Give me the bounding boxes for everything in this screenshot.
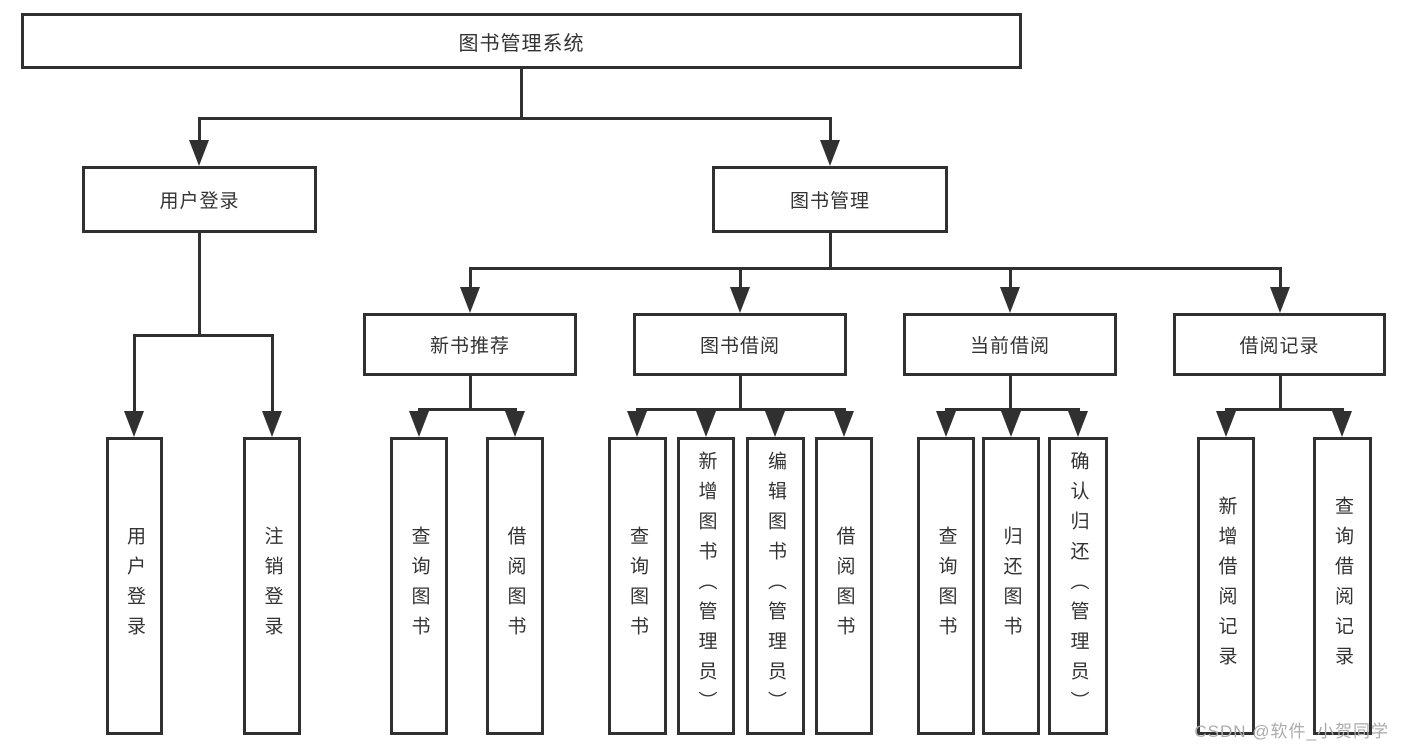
leaf-add-borrow-record-label: 新增借阅记录 [1215,496,1237,676]
leaf-query-borrow-record: 查询借阅记录 [1313,437,1372,735]
leaf-query-book-3: 查询图书 [917,437,975,735]
connector-line [1279,376,1282,411]
connector-line [133,334,274,337]
arrow-down-icon [409,411,429,437]
connector-line [739,267,742,290]
connector-line [829,117,832,144]
arrow-down-icon [834,411,854,437]
node-book-management: 图书管理 [712,166,948,233]
connector-line [1009,267,1012,290]
arrow-down-icon [820,140,840,166]
connector-line [636,408,846,411]
leaf-borrow-book-1-label: 借阅图书 [504,526,526,646]
node-book-borrow: 图书借阅 [633,313,847,376]
connector-line [198,233,201,337]
connector-line [829,233,832,270]
arrow-down-icon [1332,411,1352,437]
node-current-borrow: 当前借阅 [903,313,1117,376]
node-user-login: 用户登录 [82,166,317,233]
leaf-logout: 注销登录 [243,437,301,735]
arrow-down-icon [505,411,525,437]
leaf-return-book-label: 归还图书 [1000,526,1022,646]
node-borrow-record: 借阅记录 [1173,313,1386,376]
connector-line [198,117,201,144]
connector-line [469,376,472,411]
leaf-edit-book-admin: 编辑图书（管理员） [746,437,805,735]
connector-line [418,408,517,411]
arrow-down-icon [627,411,647,437]
leaf-query-book-1: 查询图书 [390,437,448,735]
leaf-return-book: 归还图书 [982,437,1040,735]
connector-line [198,117,832,120]
leaf-add-book-admin: 新增图书（管理员） [677,437,735,735]
leaf-query-book-2-label: 查询图书 [627,526,648,646]
leaf-logout-label: 注销登录 [261,526,283,646]
connector-line [133,334,136,413]
leaf-edit-book-admin-label: 编辑图书（管理员） [765,451,786,721]
leaf-query-book-2: 查询图书 [608,437,667,735]
arrow-down-icon [262,411,282,437]
connector-line [469,267,472,290]
leaf-query-book-3-label: 查询图书 [935,526,957,646]
arrow-down-icon [730,287,750,313]
connector-line [1009,376,1012,411]
arrow-down-icon [936,411,956,437]
leaf-user-login: 用户登录 [106,437,163,735]
leaf-confirm-return-admin: 确认归还（管理员） [1048,437,1108,735]
arrow-down-icon [124,411,144,437]
connector-line [1225,408,1344,411]
csdn-watermark: CSDN @软件_小贺同学 [1194,722,1389,741]
leaf-borrow-book-2: 借阅图书 [815,437,873,735]
leaf-add-borrow-record: 新增借阅记录 [1197,437,1255,735]
connector-line [739,376,742,411]
node-borrow-record-label: 借阅记录 [1239,336,1320,357]
leaf-confirm-return-admin-label: 确认归还（管理员） [1067,451,1089,721]
arrow-down-icon [1000,287,1020,313]
node-new-book-recommend-label: 新书推荐 [429,336,510,357]
leaf-query-borrow-record-label: 查询借阅记录 [1332,496,1353,676]
arrow-down-icon [460,287,480,313]
connector-line [520,69,523,120]
arrow-down-icon [1216,411,1236,437]
node-root: 图书管理系统 [21,13,1022,69]
node-book-borrow-label: 图书借阅 [699,336,780,357]
arrow-down-icon [1068,411,1088,437]
leaf-user-login-label: 用户登录 [124,526,145,646]
node-current-borrow-label: 当前借阅 [969,336,1050,357]
leaf-query-book-1-label: 查询图书 [408,526,430,646]
leaf-borrow-book-1: 借阅图书 [486,437,544,735]
arrow-down-icon [1270,287,1290,313]
node-new-book-recommend: 新书推荐 [363,313,577,376]
arrow-down-icon [765,411,785,437]
arrow-down-icon [696,411,716,437]
leaf-borrow-book-2-label: 借阅图书 [833,526,855,646]
arrow-down-icon [189,140,209,166]
node-user-login-label: 用户登录 [159,191,240,212]
leaf-add-book-admin-label: 新增图书（管理员） [695,451,717,721]
connector-line [1279,267,1282,290]
node-book-management-label: 图书管理 [789,191,870,212]
node-root-label: 图书管理系统 [458,32,585,55]
connector-line [945,408,1080,411]
arrow-down-icon [1001,411,1021,437]
connector-line [271,334,274,413]
connector-line [469,267,1282,270]
